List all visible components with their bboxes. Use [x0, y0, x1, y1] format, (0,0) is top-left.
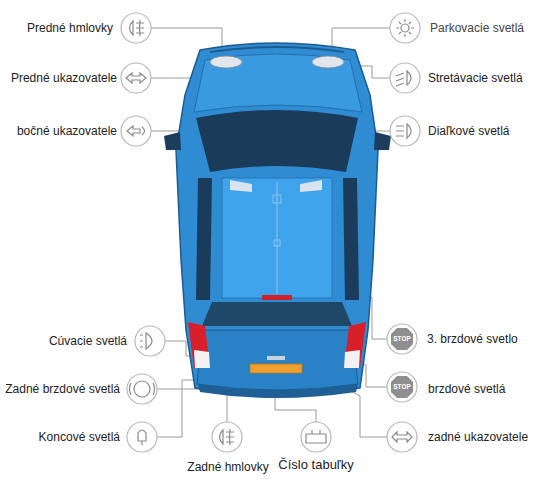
part-label: Parkovacie svetlá [430, 21, 524, 35]
stop-sign: STOP [390, 375, 414, 399]
indicator-symbol [126, 73, 146, 83]
trunk [197, 330, 358, 390]
part-label: Stretávacie svetlá [428, 71, 523, 85]
icon-circle [127, 374, 157, 404]
icon-circle [387, 324, 417, 354]
headlight [312, 56, 344, 68]
icon-circle [121, 13, 151, 43]
windshield [196, 110, 358, 172]
leader-line [227, 392, 228, 422]
part-label: Zadné brzdové svetlá [5, 382, 120, 396]
mirror [164, 132, 181, 150]
tail-light-symbol [138, 430, 146, 445]
part-label: zadné ukazovatele [428, 430, 528, 444]
sun-visor [230, 180, 322, 192]
headlight [210, 56, 242, 68]
hood [194, 54, 362, 112]
part-label: Koncové svetlá [39, 430, 120, 444]
part-label: Cúvacie svetlá [49, 334, 127, 348]
icon-circle [301, 422, 331, 452]
front-bumper [210, 47, 344, 52]
part-label: Predné hmlovky [27, 21, 113, 35]
roof [222, 178, 332, 298]
rear-window [202, 302, 352, 326]
roof-seam [273, 182, 281, 294]
third-brake-light [262, 295, 292, 300]
icon-circle [387, 422, 417, 452]
side-indicator-symbol [127, 126, 145, 136]
tail-light [344, 322, 366, 368]
reverse-light [344, 350, 360, 368]
license-plate [250, 364, 302, 373]
icon-circle [390, 13, 420, 43]
reverse-light [194, 350, 210, 368]
icon-circle [127, 422, 157, 452]
rear-fog-symbol [220, 429, 235, 445]
icon-circle [390, 116, 420, 146]
part-label: Zadné hmlovky [187, 460, 268, 474]
icon-symbols [126, 19, 414, 445]
brake-light-symbol [130, 381, 155, 397]
parking-light-symbol [396, 19, 414, 37]
tail-light [188, 322, 210, 368]
part-label: brzdové svetlá [428, 382, 505, 396]
icon-circle [390, 63, 420, 93]
icon-circle [387, 372, 417, 402]
mirror [374, 132, 391, 150]
high-beam-symbol [396, 124, 411, 138]
rear-indicator-symbol [392, 432, 412, 442]
parking-light-symbol [401, 24, 409, 32]
part-label: Predné ukazovatele [11, 71, 117, 85]
icon-circles [121, 13, 420, 452]
badge [267, 356, 285, 360]
part-label: Diaľkové svetlá [428, 124, 510, 138]
fog-light-symbol [130, 20, 145, 36]
icon-circle [212, 422, 242, 452]
side-window [343, 178, 359, 300]
car [164, 43, 391, 398]
stop-text: STOP [390, 327, 414, 351]
octagon [391, 376, 413, 398]
leader-line [342, 386, 387, 437]
rear-bumper [198, 384, 358, 398]
icon-circle [121, 116, 151, 146]
part-label: Číslo tabuľky [278, 458, 353, 472]
reverse-light-symbol [140, 333, 152, 349]
icon-circle [121, 63, 151, 93]
leader-lines [151, 28, 390, 437]
stop-sign: STOP [390, 327, 414, 351]
part-label: 3. brzdové svetlo [427, 332, 518, 346]
part-label: bočné ukazovatele [17, 124, 117, 138]
car-body [176, 43, 378, 395]
side-window [196, 178, 212, 300]
stop-text: STOP [390, 375, 414, 399]
low-beam-symbol [396, 71, 411, 86]
icon-circle [135, 326, 165, 356]
plate-light-symbol [306, 430, 326, 443]
octagon [391, 328, 413, 350]
